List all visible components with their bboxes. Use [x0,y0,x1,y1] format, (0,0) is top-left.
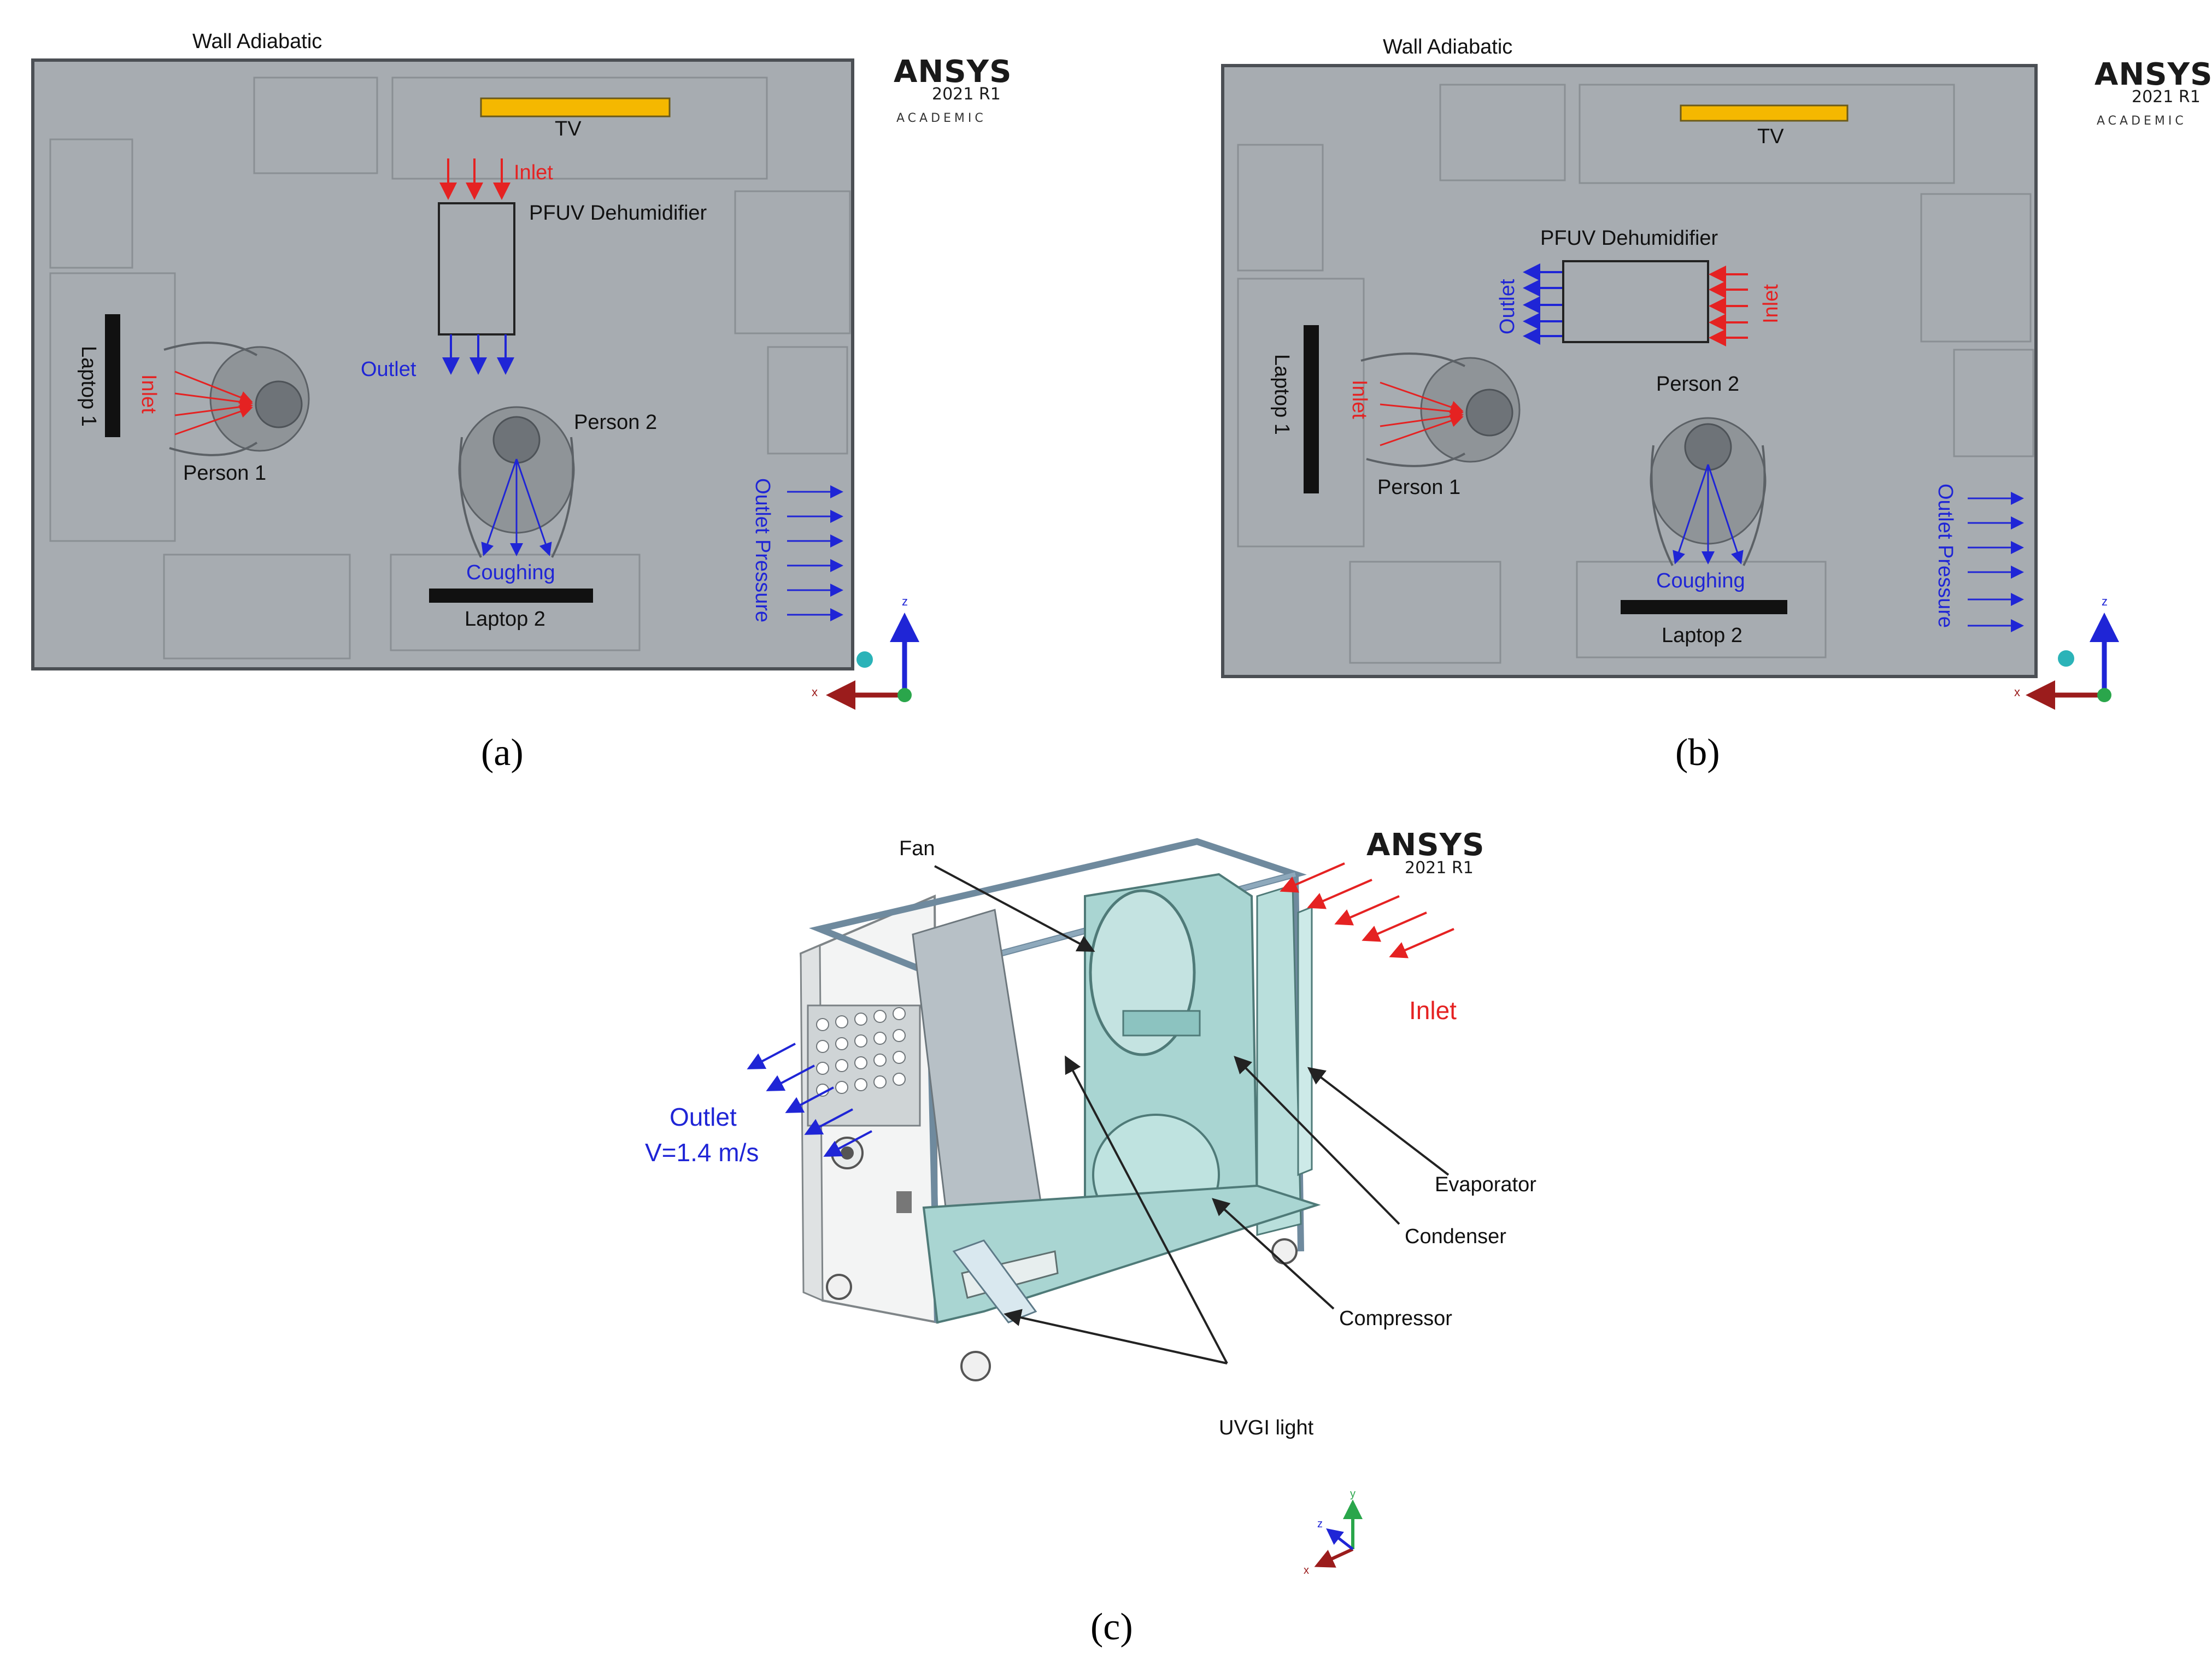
person-2-label-b: Person 2 [1656,373,1739,396]
ansys-logo-c: ANSYS 2021 R1 [1366,827,1485,878]
panel-b: Wall Adiabatic TV PFUV Dehumidifier Inle… [1221,36,2212,774]
laptop-1-b [1304,325,1319,493]
dehumidifier-inlet-label-a: Inlet [514,161,553,184]
pfuv-dehumidifier-a [438,202,515,336]
inlet-arrows-c [1280,862,1454,958]
uvgi-tube-bottom [952,1239,1037,1323]
caption-c: (c) [1090,1606,1133,1648]
evaporator-block [1256,884,1302,1236]
ansys-logo-b: ANSYS 2021 R1 ACADEMIC [2094,57,2212,128]
axis-triad-a: z x [812,595,919,710]
tv-b [1680,104,1849,122]
person-1-inlet-arrows-a [174,370,253,436]
panel-c: ANSYS 2021 R1 [645,827,1536,1648]
person-1-label-a: Person 1 [183,462,266,485]
caption-a: (a) [481,732,524,774]
dehumidifier-inlet-arrows-b [1709,266,1748,346]
person-1-inlet-label-a: Inlet [137,374,160,414]
laptop-1-a [105,314,120,437]
laptop-2-b [1621,600,1787,614]
ansys-edition-b: ACADEMIC [2097,114,2187,128]
inlet-label-c: Inlet [1409,996,1457,1025]
ansys-edition-a: ACADEMIC [896,111,987,125]
axis-y-label-c: y [1350,1488,1356,1500]
laptop-1-label-b: Laptop 1 [1270,354,1293,435]
axis-x-label-b: x [2014,685,2020,699]
dehumidifier-inlet-label-b: Inlet [1759,284,1782,323]
outlet-arrows-c [747,1043,872,1157]
axis-z-label-a: z [902,595,908,608]
axis-x-label-c: x [1304,1564,1309,1576]
person-1-inlet-label-b: Inlet [1348,380,1371,419]
coughing-arrows-b [1673,464,1744,564]
compressor-label-c: Compressor [1339,1307,1452,1330]
furniture-outlines-b [1237,84,2034,664]
dehumidifier-label-a: PFUV Dehumidifier [529,202,707,225]
person-1-inlet-arrows-b [1380,381,1464,446]
callout-leaders-c [934,865,1450,1364]
laptop-2-label-b: Laptop 2 [1662,624,1742,647]
axis-x-label-a: x [812,685,818,699]
wall-adiabatic-label-a: Wall Adiabatic [192,30,322,53]
coughing-label-b: Coughing [1656,569,1745,592]
outlet-pressure-label-a: Outlet Pressure [751,478,774,622]
tv-label-a: TV [555,117,582,140]
uvgi-label-c: UVGI light [1219,1416,1314,1439]
pfuv-machine-3d [799,838,1321,1381]
dehumidifier-outlet-arrows-b [1523,263,1562,345]
ansys-wordmark-c: ANSYS [1366,827,1485,863]
condenser-label-c: Condenser [1405,1225,1506,1248]
panel-a: Wall Adiabatic TV Inlet PFUV Dehumidifie… [31,30,1012,774]
laptop-2-a [429,589,593,603]
person-1-b [1360,352,1521,467]
laptop-1-label-a: Laptop 1 [77,346,100,427]
tv-a [480,97,671,117]
laptop-2-label-a: Laptop 2 [465,608,545,631]
base-tray [922,1184,1321,1324]
person-1-label-b: Person 1 [1377,476,1460,499]
coughing-label-a: Coughing [466,561,555,584]
fan-label-c: Fan [899,837,935,860]
ansys-version-b: 2021 R1 [2132,87,2201,107]
ansys-version-a: 2021 R1 [932,85,1001,104]
outlet-pressure-arrows-a [787,485,843,621]
tv-label-b: TV [1757,125,1784,148]
ansys-logo-a: ANSYS 2021 R1 ACADEMIC [894,54,1012,125]
coughing-arrows-a [481,458,552,556]
person-2-label-a: Person 2 [574,411,657,434]
axis-z-label-b: z [2102,595,2108,608]
dehumidifier-label-b: PFUV Dehumidifier [1540,227,1718,250]
axis-triad-b: z x [2014,595,2119,710]
ansys-wordmark-a: ANSYS [894,54,1012,90]
wall-adiabatic-label-b: Wall Adiabatic [1383,36,1512,58]
room-a [31,58,854,670]
outlet-pressure-arrows-b [1968,492,2024,632]
outlet-velocity-label-c: V=1.4 m/s [645,1138,759,1167]
outlet-pressure-label-b: Outlet Pressure [1934,484,1957,628]
pfuv-dehumidifier-b [1562,260,1709,343]
axis-triad-c: y x z [1304,1488,1363,1576]
person-1-a [163,342,310,456]
caption-b: (b) [1675,732,1720,774]
dehumidifier-outlet-label-a: Outlet [361,358,416,381]
evaporator-label-c: Evaporator [1435,1173,1536,1196]
room-b [1221,64,2038,678]
dehumidifier-inlet-arrows-a [439,158,511,200]
axis-z-label-c: z [1317,1518,1323,1530]
outlet-label-c: Outlet [670,1103,737,1131]
dehumidifier-outlet-arrows-a [442,334,514,375]
ansys-version-c: 2021 R1 [1405,858,1474,878]
ansys-wordmark-b: ANSYS [2094,57,2212,92]
dehumidifier-outlet-label-b: Outlet [1496,279,1519,334]
